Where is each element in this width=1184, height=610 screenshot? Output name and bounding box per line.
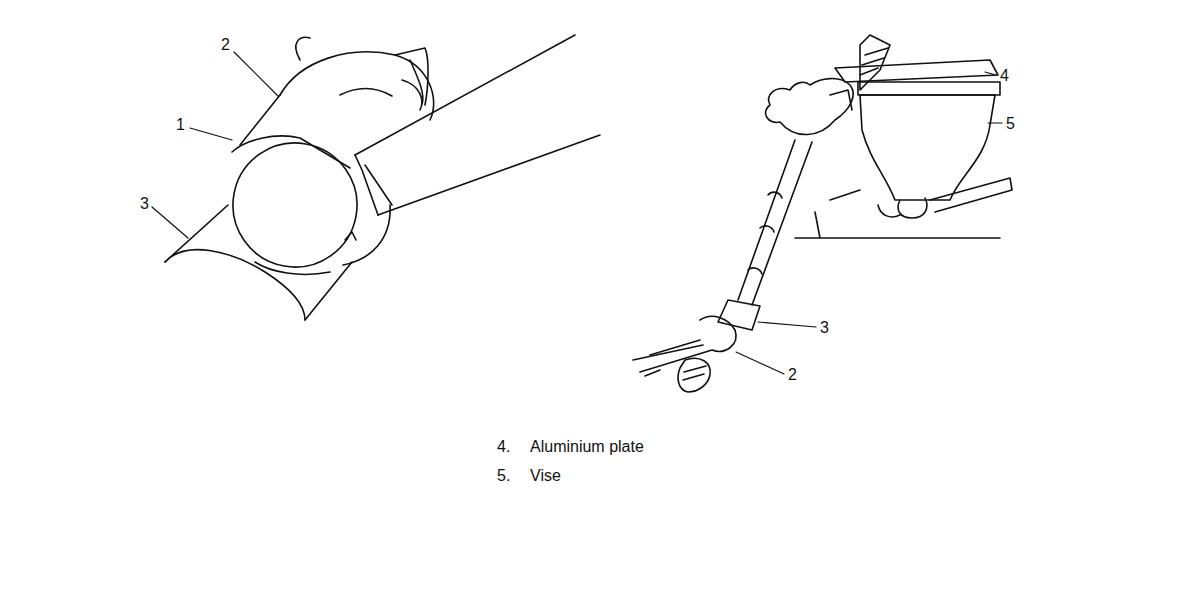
leader-lines-right: [736, 72, 1002, 374]
callout-number: 5: [1006, 116, 1015, 132]
right-detail: [633, 35, 1012, 392]
callout-number: 3: [820, 320, 829, 336]
callout-number: 2: [788, 367, 797, 383]
legend-number: 5.: [497, 468, 510, 484]
legend-text: Vise: [530, 468, 561, 484]
callout-number: 4: [1000, 68, 1009, 84]
left-detail: [165, 35, 600, 320]
legend-text: Aluminium plate: [530, 439, 644, 455]
callout-number: 1: [176, 117, 185, 133]
legend-number: 4.: [497, 439, 510, 455]
callout-number: 3: [140, 196, 149, 212]
leader-lines-left: [152, 52, 278, 238]
callout-number: 2: [221, 37, 230, 53]
